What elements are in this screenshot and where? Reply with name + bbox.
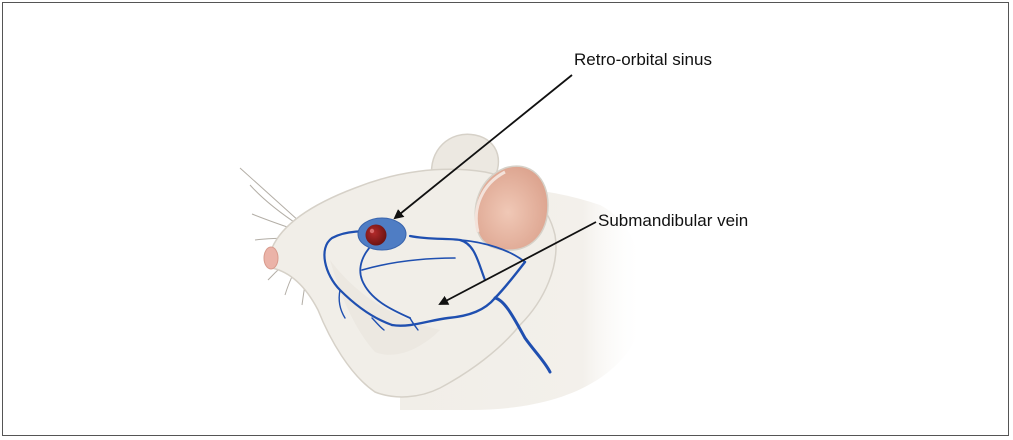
nose	[264, 247, 278, 269]
eye-highlight	[370, 229, 374, 233]
retro-orbital-sinus-label: Retro-orbital sinus	[574, 50, 712, 70]
submandibular-vein-label: Submandibular vein	[598, 211, 748, 231]
eye	[366, 225, 387, 246]
